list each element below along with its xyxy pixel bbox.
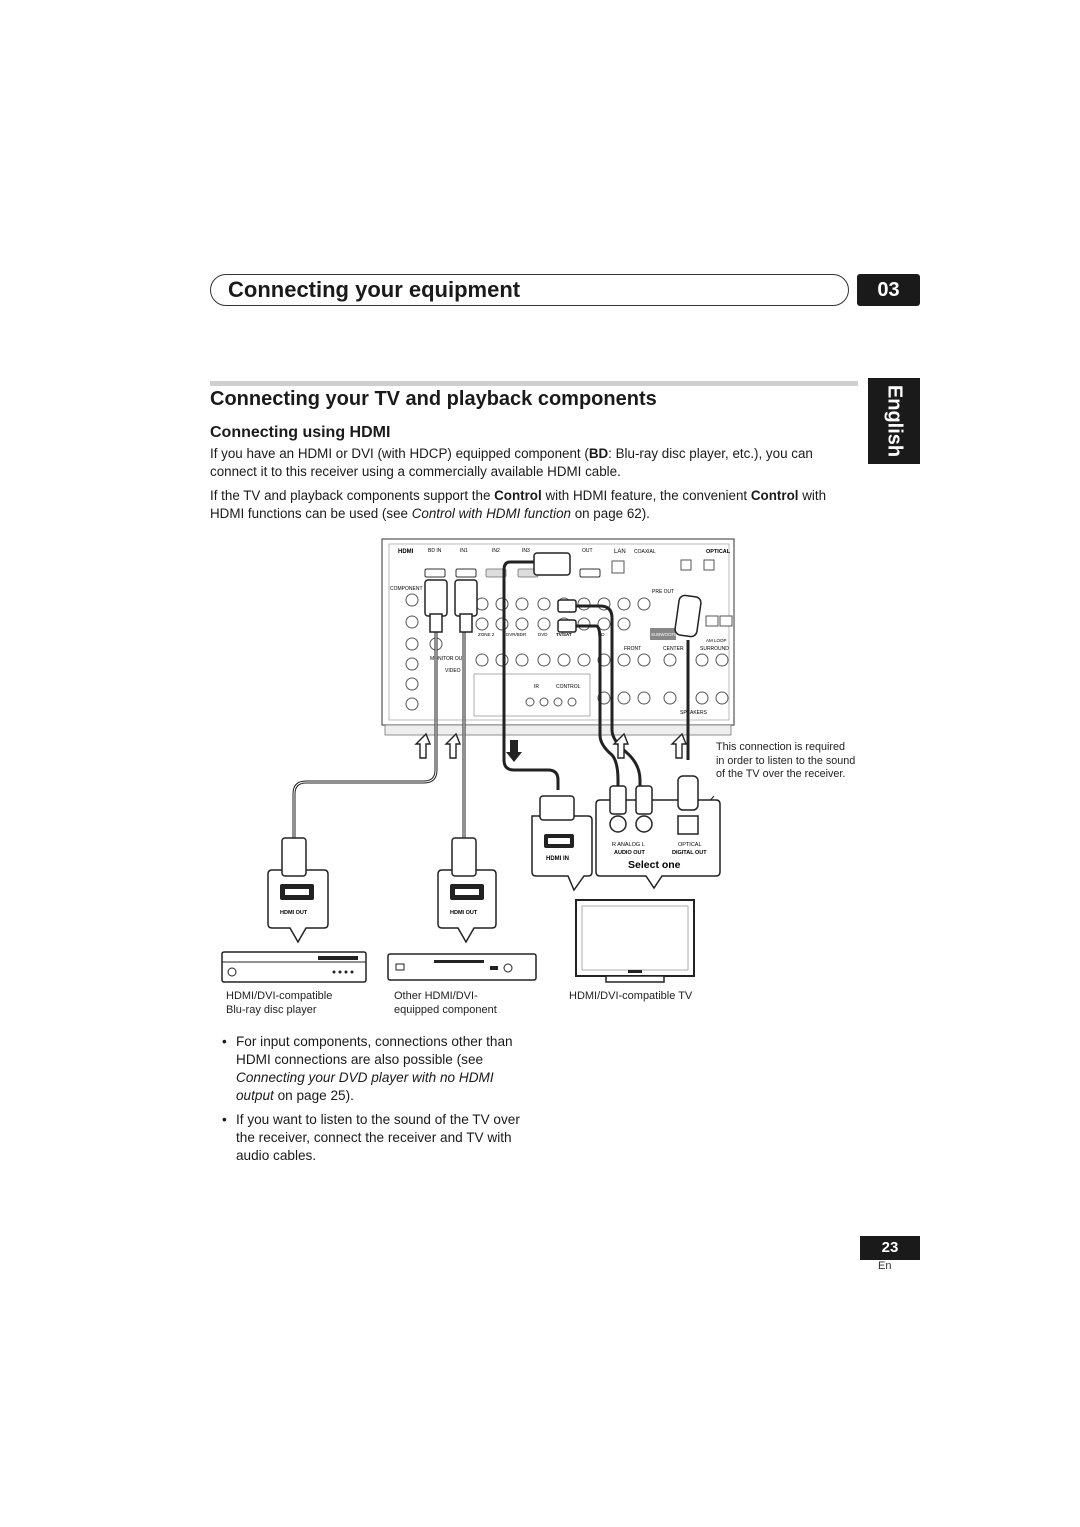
hdmi-label: HDMI — [398, 549, 414, 555]
tv-analog-label: R ANALOG L — [612, 842, 645, 848]
other-hdmi-out-callout — [437, 837, 497, 944]
control-paragraph: If the TV and playback components suppor… — [210, 487, 860, 523]
bd-caption-line1: HDMI/DVI-compatible — [226, 990, 333, 1002]
in1-label: IN1 — [460, 548, 468, 554]
para2-text-4: on page 62). — [570, 506, 650, 521]
other-caption-line2: equipped component — [394, 1004, 497, 1016]
bd-in-label: BD IN — [428, 548, 442, 554]
page-number: 23 — [860, 1236, 920, 1260]
surround-label: SURROUND — [700, 646, 729, 652]
para2-bold: Control — [494, 488, 542, 503]
other-caption-line1: Other HDMI/DVI- — [394, 990, 478, 1002]
tv-hdmi-in-callout — [531, 795, 593, 892]
dvr-bdr-label: DVR/BDR — [506, 632, 527, 637]
direction-arrows — [414, 732, 688, 759]
tv-sat-label: TV/SAT — [556, 632, 572, 637]
bd-caption-line2: Blu-ray disc player — [226, 1004, 317, 1016]
video-label: VIDEO — [445, 668, 461, 674]
am-loop-label: AM LOOP — [706, 638, 727, 643]
other-caption: Other HDMI/DVI- equipped component — [394, 989, 497, 1017]
lan-label: LAN — [614, 549, 626, 555]
receiver-plugs — [424, 552, 702, 638]
ir-label: IR — [534, 684, 539, 690]
bd-hdmi-out-callout — [267, 837, 329, 944]
tv-audio-callout — [595, 775, 721, 890]
hdmi-out-arrow — [506, 740, 522, 762]
bullet-text-2: on page 25). — [273, 1088, 354, 1103]
in2-label: IN2 — [492, 548, 500, 554]
para2-text-3: with HDMI functions can be used (see — [210, 488, 827, 521]
subwoofer-label: SUBWOOFER — [651, 632, 681, 637]
monitor-out-label: MONITOR OUT — [430, 656, 465, 662]
other-component-image — [387, 953, 537, 981]
language-tab: English — [868, 378, 920, 464]
front-label: FRONT — [624, 646, 641, 652]
page-language: En — [878, 1260, 892, 1272]
blu-ray-player-image — [221, 951, 367, 983]
cd-label: CD — [598, 632, 605, 637]
tv-caption: HDMI/DVI-compatible TV — [569, 990, 693, 1002]
bullet-text: For input components, connections other … — [236, 1034, 513, 1067]
para2-text-2: with HDMI feature, the convenient — [541, 488, 751, 503]
select-one-label: Select one — [628, 859, 681, 871]
in3-label: IN3 — [522, 548, 530, 554]
section-title: Connecting your TV and playback componen… — [210, 388, 657, 410]
para2-bold-2: Control — [750, 488, 799, 503]
notes-list: For input components, connections other … — [222, 1033, 522, 1171]
tv-image — [575, 899, 695, 983]
tv-digital-out-label: DIGITAL OUT — [672, 850, 707, 856]
other-hdmi-out-label: HDMI OUT — [450, 910, 478, 916]
dvd-label: DVD — [538, 632, 548, 637]
bullet-italic: Connecting your DVD player with no HDMI … — [236, 1070, 494, 1103]
tv-hdmi-in-label: HDMI IN — [546, 856, 569, 862]
component-label: COMPONENT — [390, 586, 423, 592]
chapter-title: Connecting your equipment — [228, 277, 521, 302]
para2-text: If the TV and playback components suppor… — [210, 488, 495, 503]
section-rule — [210, 381, 858, 386]
para1-text: If you have an HDMI or DVI (with HDCP) e… — [210, 446, 589, 461]
list-item: For input components, connections other … — [222, 1033, 522, 1105]
para1-bold: BD — [588, 446, 609, 461]
subsection-title: Connecting using HDMI — [210, 424, 391, 441]
para2-italic: Control with HDMI function — [411, 506, 571, 521]
tv-optical-label: OPTICAL — [678, 842, 702, 848]
bullet-text: If you want to listen to the sound of th… — [236, 1112, 520, 1163]
chapter-number: 03 — [857, 274, 920, 306]
subwoofer-badge — [650, 628, 676, 640]
list-item: If you want to listen to the sound of th… — [222, 1111, 522, 1165]
bd-caption: HDMI/DVI-compatible Blu-ray disc player — [226, 989, 332, 1017]
tv-audio-out-label: AUDIO OUT — [614, 850, 646, 856]
speakers-label: SPEAKERS — [680, 710, 708, 716]
zone2-label: ZONE 2 — [478, 632, 495, 637]
optical-label: OPTICAL — [706, 549, 731, 555]
intro-paragraph: If you have an HDMI or DVI (with HDCP) e… — [210, 445, 860, 481]
control-label: CONTROL — [556, 684, 581, 690]
pre-out-label: PRE OUT — [652, 589, 674, 595]
coaxial-label: COAXIAL — [634, 549, 656, 555]
tv-audio-note: This connection is required in order to … — [716, 741, 856, 781]
hdmi-out-panel-label: OUT — [582, 548, 593, 554]
para1-text-2: : Blu-ray disc player, etc.), you can co… — [210, 446, 813, 479]
chapter-header-bar — [210, 274, 849, 306]
bd-hdmi-out-label: HDMI OUT — [280, 910, 308, 916]
center-label: CENTER — [663, 646, 684, 652]
